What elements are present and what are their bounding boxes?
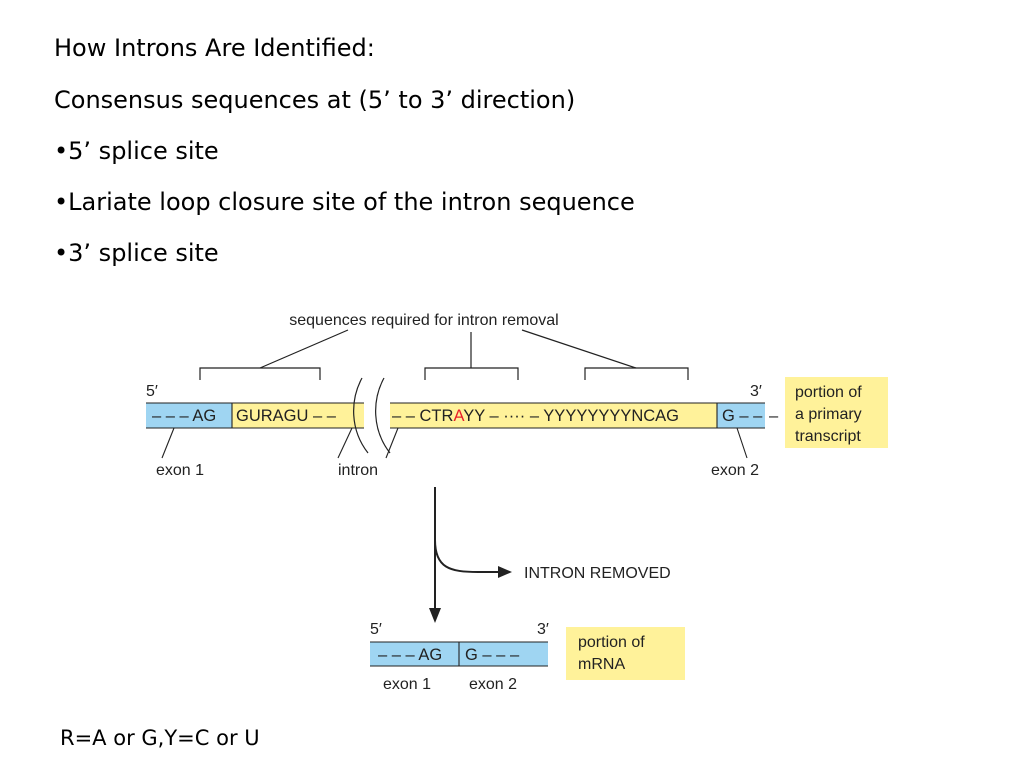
- process-arrows: [434, 487, 502, 612]
- bullet-3-splice-site: •3’ splice site: [54, 239, 219, 267]
- site-brackets: [199, 367, 689, 380]
- exon-1-label: exon 1: [156, 462, 204, 479]
- branch-site-suffix: YY – ···· – YYYYYYYYNCAG: [463, 407, 679, 425]
- right-arrow-head-icon: [498, 566, 512, 578]
- segment-label-pointers: [161, 427, 748, 459]
- transcript-outline: [146, 402, 765, 429]
- intron-removed-label: INTRON REMOVED: [524, 565, 671, 582]
- mrna-box-text: portion of mRNA: [578, 634, 649, 673]
- bracket-5-splice-site: [199, 367, 321, 380]
- branch-site-sequence: – – CTRAYY – ···· – YYYYYYYYNCAG: [392, 407, 679, 425]
- mrna-exon-2-sequence: G – – –: [465, 646, 520, 664]
- footnote: R=A or G,Y=C or U: [60, 726, 260, 750]
- primary-5-prime-label: 5′: [146, 383, 158, 400]
- mrna-exon-2-label: exon 2: [469, 676, 517, 693]
- primary-transcript-box: [785, 377, 888, 448]
- bullet-lariat-site: •Lariate loop closure site of the intron…: [54, 188, 635, 216]
- bracket-branch-site: [424, 367, 519, 380]
- bullet-5-splice-site: •5’ splice site: [54, 137, 219, 165]
- mrna-exon-1-label: exon 1: [383, 676, 431, 693]
- mrna-3-prime-label: 3′: [537, 621, 549, 638]
- pointer-line-3-site: [521, 329, 637, 369]
- mrna-exon-1-sequence: – – – AG: [378, 646, 442, 664]
- intron-label: intron: [338, 462, 378, 479]
- trailing-dash: –: [769, 407, 779, 425]
- required-sequences-label: sequences required for intron removal: [289, 312, 558, 329]
- primary-3-prime-label: 3′: [750, 383, 762, 400]
- branch-point-adenine: A: [453, 407, 464, 425]
- slide-title: How Introns Are Identified:: [54, 34, 375, 62]
- exon-1-sequence: – – – AG: [152, 407, 216, 425]
- exon-2-segment: [717, 403, 765, 428]
- mrna-5-prime-label: 5′: [370, 621, 382, 638]
- bracket-3-splice-site: [584, 367, 689, 380]
- mrna-box: [566, 627, 685, 680]
- down-arrow-head-icon: [429, 608, 441, 623]
- primary-transcript-box-text: portion of a primary transcript: [795, 384, 866, 445]
- branch-site-prefix: – – CTR: [392, 407, 454, 425]
- mrna-outline: [370, 641, 548, 667]
- exon-2-sequence: G – –: [722, 407, 763, 425]
- 5-splice-site-sequence: GURAGU – –: [236, 407, 337, 425]
- pointer-line-5-site: [259, 329, 349, 369]
- intron-segment-left: [232, 403, 364, 428]
- exon-1-segment: [146, 403, 232, 428]
- label-pointers: [259, 329, 637, 369]
- intron-segment-right: [390, 403, 717, 428]
- intron-removed-arrow-shaft: [434, 539, 502, 573]
- intron-break-icon: [353, 377, 391, 454]
- exon-2-label: exon 2: [711, 462, 759, 479]
- slide-subtitle: Consensus sequences at (5’ to 3’ directi…: [54, 86, 576, 114]
